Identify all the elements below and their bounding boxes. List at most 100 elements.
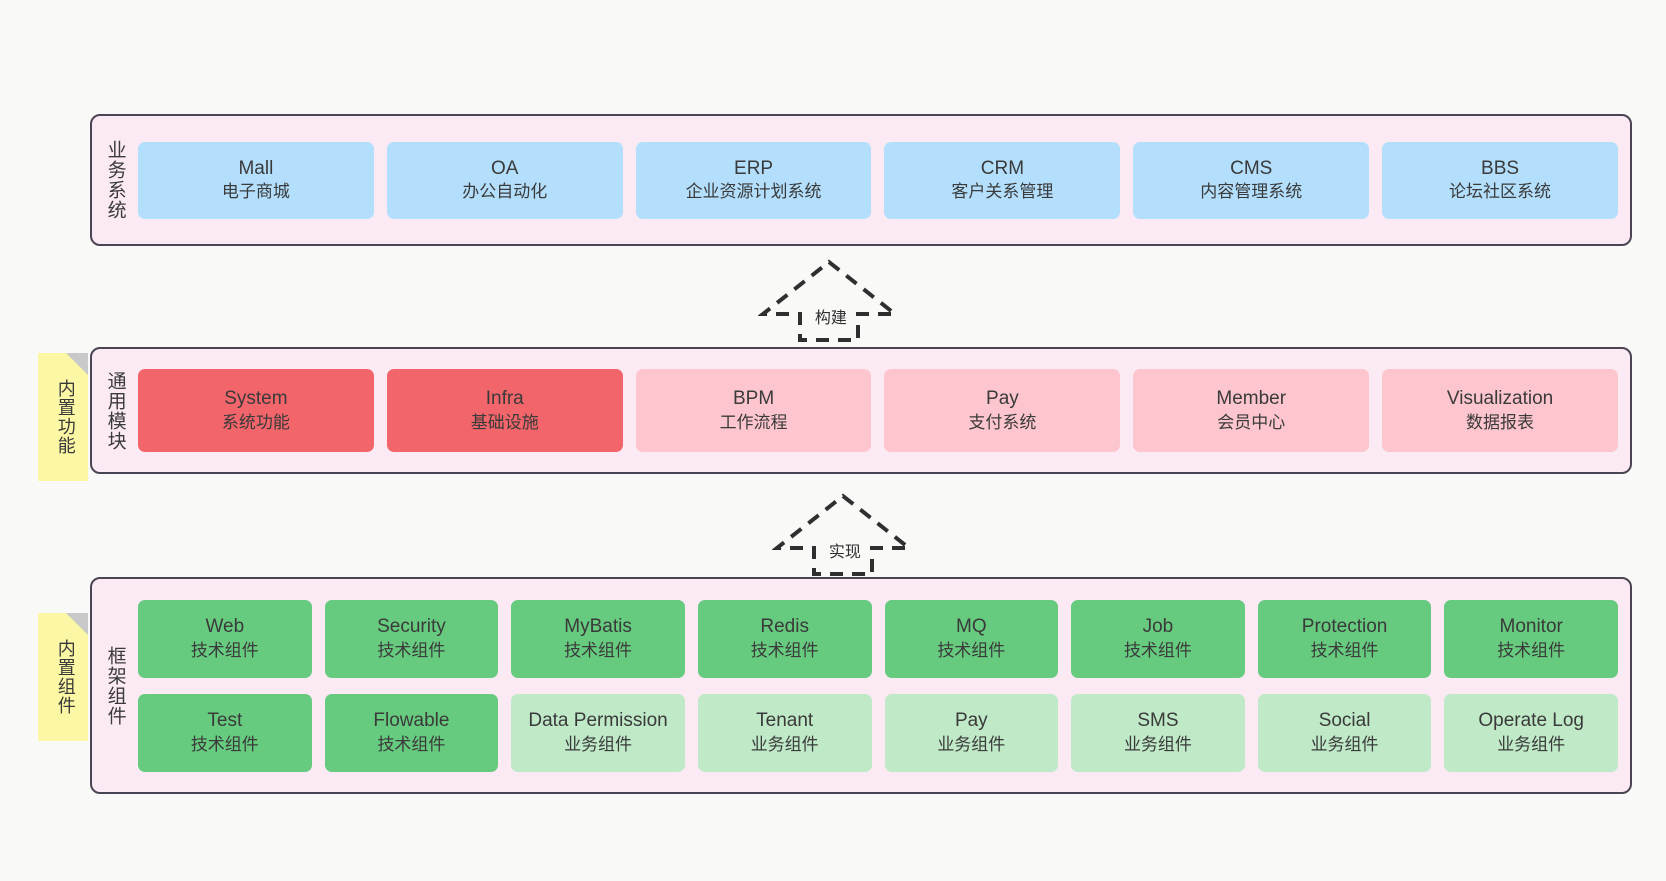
- sticky-note-builtin-feature: 内置功能: [38, 353, 88, 481]
- card-title-cn: 系统功能: [221, 412, 290, 432]
- card-title-cn: 技术组件: [1497, 640, 1566, 660]
- card-title-en: Monitor: [1499, 616, 1563, 638]
- card-row: Web 技术组件 Security 技术组件 MyBatis 技术组件 Redi…: [138, 599, 1618, 678]
- card-security[interactable]: Security 技术组件: [324, 599, 499, 678]
- card-title-cn: 业务组件: [1497, 734, 1566, 754]
- layer-body-common-module: System 系统功能 Infra 基础设施 BPM 工作流程 Pay 支付系统…: [138, 349, 1630, 472]
- card-title-cn: 技术组件: [750, 640, 819, 660]
- card-title-en: Social: [1318, 710, 1371, 732]
- card-title-cn: 业务组件: [564, 734, 633, 754]
- card-title-cn: 会员中心: [1217, 412, 1286, 432]
- card-title-en: Protection: [1301, 616, 1388, 638]
- card-bbs[interactable]: BBS 论坛社区系统: [1382, 141, 1618, 219]
- card-title-en: Pay: [986, 388, 1019, 410]
- card-mybatis[interactable]: MyBatis 技术组件: [511, 599, 685, 678]
- card-title-cn: 支付系统: [968, 412, 1037, 432]
- card-sms[interactable]: SMS 业务组件: [1071, 693, 1245, 772]
- card-title-en: SMS: [1137, 710, 1179, 732]
- layer-body-business-system: Mall 电子商城 OA 办公自动化 ERP 企业资源计划系统 CRM 客户关系…: [138, 116, 1630, 244]
- card-visualization[interactable]: Visualization 数据报表: [1382, 369, 1618, 452]
- card-pay-business[interactable]: Pay 业务组件: [884, 693, 1059, 772]
- card-title-en: BBS: [1481, 157, 1520, 179]
- layer-framework-component: 框架组件 Web 技术组件 Security 技术组件 MyBatis 技术组件…: [90, 577, 1632, 794]
- card-mq[interactable]: MQ 技术组件: [884, 599, 1059, 678]
- card-title-en: Data Permission: [528, 710, 668, 732]
- layer-title-business-system: 业务系统: [104, 140, 126, 220]
- card-title-cn: 工作流程: [719, 412, 788, 432]
- card-row: Test 技术组件 Flowable 技术组件 Data Permission …: [138, 693, 1618, 772]
- card-title-cn: 内容管理系统: [1200, 182, 1303, 202]
- connector-build-label: 构建: [814, 310, 847, 327]
- card-crm[interactable]: CRM 客户关系管理: [884, 141, 1121, 219]
- card-row: Mall 电子商城 OA 办公自动化 ERP 企业资源计划系统 CRM 客户关系…: [138, 141, 1618, 219]
- card-title-cn: 办公自动化: [462, 182, 548, 202]
- card-title-cn: 技术组件: [937, 640, 1006, 660]
- card-title-en: Visualization: [1446, 388, 1554, 410]
- card-title-cn: 技术组件: [190, 640, 259, 660]
- card-erp[interactable]: ERP 企业资源计划系统: [635, 141, 872, 219]
- sticky-fold-corner-icon: [66, 613, 88, 635]
- sticky-fold-corner-icon: [66, 353, 88, 375]
- card-title-en: ERP: [734, 157, 774, 179]
- card-pay[interactable]: Pay 支付系统: [884, 369, 1121, 452]
- card-title-cn: 业务组件: [1123, 734, 1192, 754]
- card-tenant[interactable]: Tenant 业务组件: [697, 693, 872, 772]
- card-title-cn: 技术组件: [377, 734, 446, 754]
- card-test[interactable]: Test 技术组件: [138, 693, 312, 772]
- card-system[interactable]: System 系统功能: [138, 369, 374, 452]
- card-title-en: Flowable: [373, 710, 450, 732]
- sticky-note-text: 内置功能: [55, 379, 76, 455]
- card-title-en: Member: [1216, 388, 1287, 410]
- card-title-en: Operate Log: [1478, 710, 1584, 732]
- card-bpm[interactable]: BPM 工作流程: [635, 369, 872, 452]
- card-title-en: Web: [205, 616, 245, 638]
- layer-body-framework-component: Web 技术组件 Security 技术组件 MyBatis 技术组件 Redi…: [138, 579, 1630, 792]
- card-title-cn: 电子商城: [221, 182, 290, 202]
- card-title-cn: 技术组件: [377, 640, 446, 660]
- card-title-cn: 技术组件: [1310, 640, 1379, 660]
- layer-common-module: 通用模块 System 系统功能 Infra 基础设施 BPM 工作流程 Pay…: [90, 347, 1632, 474]
- card-social[interactable]: Social 业务组件: [1257, 693, 1432, 772]
- card-job[interactable]: Job 技术组件: [1071, 599, 1245, 678]
- card-title-en: CRM: [980, 157, 1025, 179]
- card-title-en: Infra: [485, 388, 524, 410]
- card-title-en: Tenant: [756, 710, 814, 732]
- card-oa[interactable]: OA 办公自动化: [386, 141, 623, 219]
- card-title-en: BPM: [732, 388, 775, 410]
- card-monitor[interactable]: Monitor 技术组件: [1444, 599, 1618, 678]
- layer-title-framework-component: 框架组件: [104, 645, 126, 726]
- card-title-en: Pay: [954, 710, 988, 732]
- card-member[interactable]: Member 会员中心: [1133, 369, 1370, 452]
- card-protection[interactable]: Protection 技术组件: [1257, 599, 1432, 678]
- card-title-cn: 业务组件: [1310, 734, 1379, 754]
- sticky-note-text: 内置组件: [55, 639, 76, 715]
- card-mall[interactable]: Mall 电子商城: [138, 141, 374, 219]
- card-title-cn: 技术组件: [190, 734, 259, 754]
- card-title-en: OA: [491, 157, 519, 179]
- layer-title-common-module: 通用模块: [104, 370, 126, 451]
- card-row: System 系统功能 Infra 基础设施 BPM 工作流程 Pay 支付系统…: [138, 369, 1618, 452]
- connector-build: 构建: [758, 258, 900, 344]
- connector-implement-label: 实现: [828, 544, 861, 561]
- card-title-en: Redis: [760, 616, 809, 638]
- card-title-en: MyBatis: [564, 616, 632, 638]
- card-flowable[interactable]: Flowable 技术组件: [324, 693, 499, 772]
- card-operate-log[interactable]: Operate Log 业务组件: [1444, 693, 1618, 772]
- card-title-cn: 企业资源计划系统: [685, 182, 822, 202]
- card-title-en: MQ: [956, 616, 987, 638]
- card-data-permission[interactable]: Data Permission 业务组件: [511, 693, 685, 772]
- card-redis[interactable]: Redis 技术组件: [697, 599, 872, 678]
- card-title-cn: 客户关系管理: [951, 182, 1054, 202]
- card-infra[interactable]: Infra 基础设施: [386, 369, 623, 452]
- card-title-cn: 业务组件: [750, 734, 819, 754]
- card-title-en: Job: [1142, 616, 1174, 638]
- connector-implement: 实现: [772, 492, 914, 578]
- card-title-en: CMS: [1230, 157, 1273, 179]
- card-title-en: Security: [377, 616, 446, 638]
- card-title-cn: 数据报表: [1466, 412, 1535, 432]
- card-title-cn: 技术组件: [564, 640, 633, 660]
- card-cms[interactable]: CMS 内容管理系统: [1133, 141, 1370, 219]
- layer-business-system: 业务系统 Mall 电子商城 OA 办公自动化 ERP 企业资源计划系统 CRM…: [90, 114, 1632, 246]
- card-title-cn: 论坛社区系统: [1449, 182, 1552, 202]
- card-web[interactable]: Web 技术组件: [138, 599, 312, 678]
